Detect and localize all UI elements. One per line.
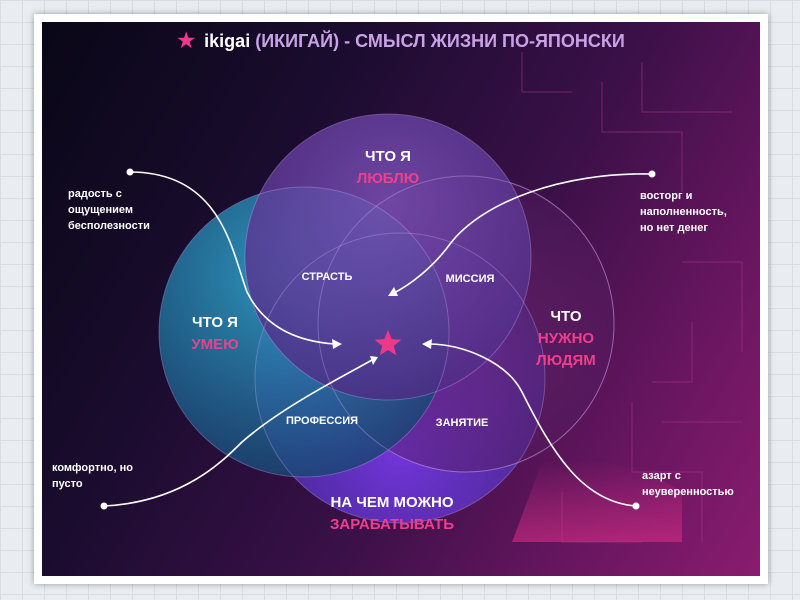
connector-dots [100, 168, 656, 510]
dot-bottom-left [100, 502, 108, 510]
zone-good-at-line2: УМЕЮ [191, 336, 239, 353]
arrowhead-bottom-right [422, 339, 432, 349]
dot-top-left [126, 168, 134, 176]
arrowhead-top-right [388, 287, 398, 296]
glow-accent [512, 460, 682, 542]
connector-top-left [129, 171, 336, 345]
arrowhead-bottom-left [370, 356, 378, 365]
connector-bottom-right [429, 343, 637, 507]
intersection-profession: ПРОФЕССИЯ [285, 415, 359, 427]
arrowhead-top-left [332, 339, 342, 349]
zone-good-at: ЧТО Я УМЕЮ [170, 312, 260, 356]
note-bottom-right: азарт с неуверенностью [642, 470, 734, 498]
zone-paid-for-line1: НА ЧЕМ МОЖНО [330, 494, 454, 511]
note-bottom-left: комфортно, но пусто [52, 462, 133, 490]
zone-love-line1: ЧТО Я [365, 148, 411, 165]
star-icon: ★ [177, 30, 196, 52]
zone-love-line2: ЛЮБЛЮ [356, 170, 420, 187]
title-brand: ikigai [204, 31, 251, 51]
intersection-vocation: ЗАНЯТИЕ [435, 417, 489, 429]
diagram-graphics [100, 52, 743, 543]
dot-top-right [648, 170, 656, 178]
connectors [103, 171, 653, 507]
connector-bottom-left [103, 359, 373, 507]
intersection-passion: СТРАСТЬ [301, 271, 353, 283]
page-title: ★ ikigai (ИКИГАЙ) - СМЫСЛ ЖИЗНИ ПО-ЯПОНС… [42, 28, 760, 53]
note-top-right: восторг и наполненность, но нет денег [640, 190, 727, 234]
connector-top-right [391, 173, 653, 295]
circle-love [245, 114, 531, 400]
zone-world-needs-line1: ЧТО [550, 308, 582, 325]
zone-good-at-line1: ЧТО Я [192, 314, 238, 331]
zone-world-needs: ЧТО НУЖНО ЛЮДЯМ [518, 306, 614, 372]
intersection-mission: МИССИЯ [445, 273, 495, 285]
zone-love: ЧТО Я ЛЮБЛЮ [338, 146, 438, 190]
center-star-icon [374, 330, 402, 356]
ikigai-diagram: ★ ikigai (ИКИГАЙ) - СМЫСЛ ЖИЗНИ ПО-ЯПОНС… [42, 22, 760, 576]
dot-bottom-right [632, 502, 640, 510]
title-rest: (ИКИГАЙ) - СМЫСЛ ЖИЗНИ ПО-ЯПОНСКИ [255, 31, 625, 51]
note-top-left: радость с ощущением бесполезности [68, 188, 150, 232]
zone-paid-for: НА ЧЕМ МОЖНО ЗАРАБАТЫВАТЬ [312, 492, 472, 536]
zone-paid-for-line2: ЗАРАБАТЫВАТЬ [329, 516, 454, 533]
connector-heads [332, 287, 432, 365]
zone-world-needs-line2: НУЖНО ЛЮДЯМ [536, 330, 596, 369]
